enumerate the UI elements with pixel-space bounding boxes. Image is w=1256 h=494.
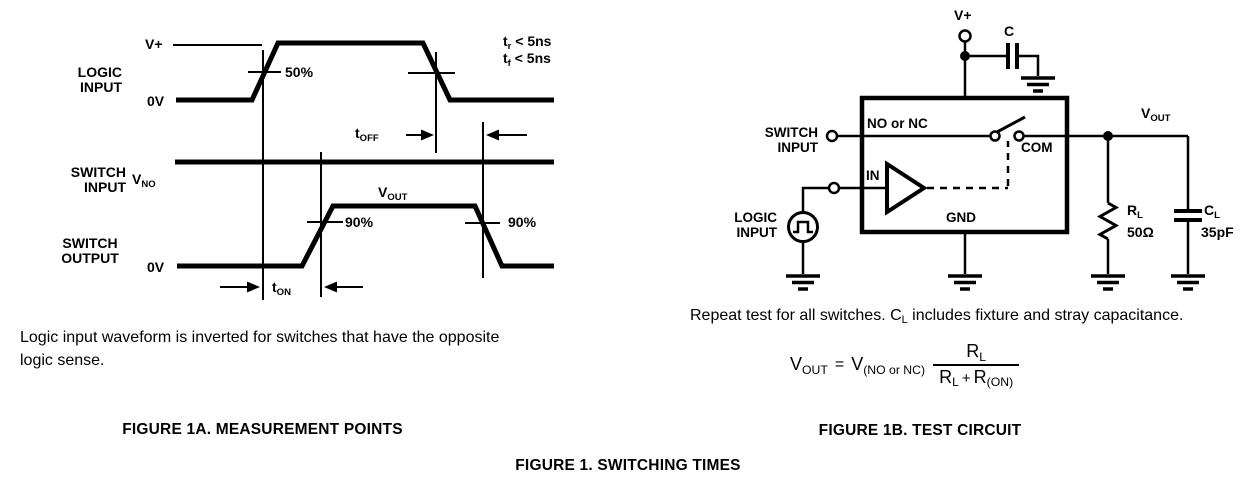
formula-equals: = bbox=[834, 355, 845, 373]
logic-input-waveform bbox=[176, 40, 554, 103]
arrowhead-toff-left bbox=[486, 129, 499, 141]
fall-time-spec: tf < 5ns bbox=[503, 50, 551, 69]
vplus-label: V+ bbox=[145, 36, 163, 52]
v-no-label: VNO bbox=[132, 171, 156, 190]
waveforms bbox=[175, 40, 554, 269]
supply-branch bbox=[963, 42, 1055, 96]
circuit-logic-input-label: LOGIC INPUT bbox=[734, 210, 777, 240]
circuit-note: Repeat test for all switches. CL include… bbox=[690, 307, 1184, 327]
gnd-pin-label: GND bbox=[946, 210, 976, 225]
logic-input-label: LOGIC INPUT bbox=[77, 64, 122, 95]
fifty-percent-label: 50% bbox=[285, 64, 314, 80]
r-load-branch bbox=[1091, 136, 1125, 291]
r-load-label: RL bbox=[1127, 202, 1143, 221]
vplus-terminal-circle bbox=[958, 29, 972, 43]
caption-figure-1a: FIGURE 1A. MEASUREMENT POINTS bbox=[122, 421, 403, 438]
formula-rhs: V(NO or NC) bbox=[851, 354, 926, 377]
bypass-capacitor-icon bbox=[1006, 43, 1019, 69]
formula-denominator: RL+R(ON) bbox=[933, 363, 1020, 389]
no-or-nc-pin-label: NO or NC bbox=[867, 116, 928, 131]
circuit-vplus-label: V+ bbox=[954, 7, 972, 23]
ground-icon bbox=[1091, 274, 1125, 291]
test-circuit-svg bbox=[786, 29, 1205, 291]
vout-junction-dot bbox=[1103, 131, 1113, 141]
switch-input-terminal-circle bbox=[825, 129, 839, 143]
formula-fraction: RL RL+R(ON) bbox=[933, 341, 1020, 389]
t-off-label: tOFF bbox=[355, 125, 379, 144]
vout-formula: VOUT = V(NO or NC) RL RL+R(ON) bbox=[790, 341, 1020, 389]
resistor-icon bbox=[1096, 201, 1120, 241]
pulse-source-icon bbox=[787, 211, 819, 243]
formula-numerator: RL bbox=[966, 341, 986, 364]
c-load-value: 35pF bbox=[1201, 224, 1234, 240]
ground-icon bbox=[1021, 76, 1055, 93]
com-pin-label: COM bbox=[1021, 140, 1053, 155]
c-load-label: CL bbox=[1204, 202, 1220, 221]
t-on-label: tON bbox=[272, 279, 291, 298]
rise-time-spec: tr < 5ns bbox=[503, 33, 552, 52]
circuit-switch-input-label: SWITCH INPUT bbox=[764, 125, 818, 155]
bypass-cap-label: C bbox=[1004, 23, 1015, 39]
load-capacitor-icon bbox=[1174, 209, 1202, 222]
arrowhead-toff-right bbox=[421, 129, 434, 141]
switch-input-label: SWITCH INPUT bbox=[70, 164, 126, 195]
timing-diagram-svg bbox=[173, 40, 554, 300]
control-dashed-line bbox=[927, 141, 1010, 190]
r-load-value: 50Ω bbox=[1127, 224, 1154, 240]
spst-switch-icon bbox=[989, 115, 1026, 142]
ground-icon bbox=[948, 274, 982, 291]
arrowhead-ton-right bbox=[247, 281, 260, 293]
switch-output-label: SWITCH OUTPUT bbox=[61, 235, 119, 266]
formula-lhs: VOUT bbox=[790, 354, 828, 377]
in-pin-label: IN bbox=[866, 168, 880, 183]
measurement-lines bbox=[173, 44, 500, 300]
arrowhead-ton-left bbox=[324, 281, 337, 293]
ground-icon bbox=[1171, 274, 1205, 291]
v-out-wave-label: VOUT bbox=[378, 184, 408, 203]
circuit-vout-label: VOUT bbox=[1141, 105, 1171, 124]
ic-box bbox=[859, 95, 1070, 235]
caption-figure-1: FIGURE 1. SWITCHING TIMES bbox=[515, 457, 741, 474]
switch-output-waveform bbox=[177, 203, 554, 269]
supply-junction-dot bbox=[960, 51, 970, 61]
c-load-branch bbox=[1171, 136, 1205, 291]
caption-figure-1b: FIGURE 1B. TEST CIRCUIT bbox=[818, 422, 1022, 439]
timing-note: Logic input waveform is inverted for swi… bbox=[20, 329, 500, 369]
ninety-percent-fall-label: 90% bbox=[508, 214, 537, 230]
ninety-percent-rise-label: 90% bbox=[345, 214, 374, 230]
logic-signal-path bbox=[786, 186, 887, 291]
zero-v-bottom-label: 0V bbox=[147, 259, 165, 275]
gnd-branch bbox=[948, 234, 982, 291]
logic-input-terminal-circle bbox=[827, 181, 841, 195]
zero-v-top-label: 0V bbox=[147, 93, 165, 109]
ground-icon bbox=[786, 274, 820, 291]
buffer-triangle-icon bbox=[885, 160, 928, 216]
